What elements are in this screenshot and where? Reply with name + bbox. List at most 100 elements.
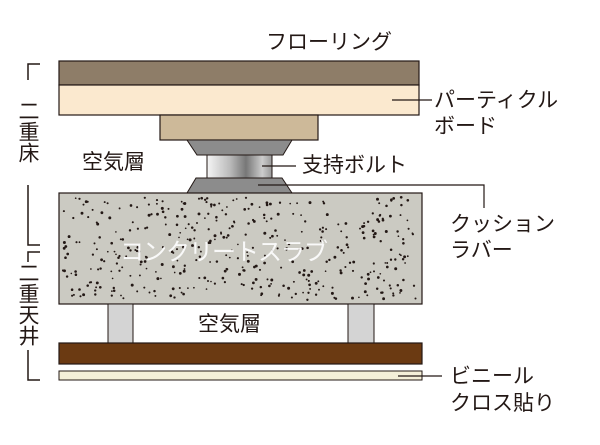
concrete-speck [382, 297, 386, 301]
concrete-speck [198, 255, 202, 259]
concrete-speck [183, 215, 187, 218]
concrete-speck [373, 270, 375, 273]
concrete-speck [328, 258, 331, 262]
concrete-speck [193, 229, 196, 232]
concrete-speck [302, 269, 306, 272]
concrete-speck [258, 206, 261, 209]
concrete-speck [115, 262, 119, 265]
label-concrete-slab: コンクリートスラブ [120, 238, 328, 266]
concrete-speck [260, 294, 263, 297]
concrete-texture [61, 195, 417, 301]
concrete-speck [120, 294, 122, 297]
concrete-speck [394, 258, 397, 261]
concrete-speck [322, 200, 325, 203]
concrete-speck [221, 209, 224, 212]
concrete-speck [130, 283, 134, 287]
concrete-speck [155, 202, 158, 205]
concrete-speck [209, 261, 212, 263]
concrete-speck [187, 287, 189, 289]
concrete-speck [119, 238, 122, 241]
concrete-speck [348, 261, 352, 264]
concrete-speck [195, 259, 198, 262]
concrete-speck [87, 216, 90, 219]
concrete-speck [321, 230, 324, 233]
concrete-speck [364, 282, 367, 285]
concrete-speck [240, 283, 243, 286]
concrete-speck [284, 239, 286, 241]
concrete-speck [402, 242, 405, 245]
concrete-speck [244, 233, 247, 236]
concrete-speck [345, 236, 348, 239]
concrete-speck [86, 284, 89, 287]
concrete-speck [247, 222, 250, 225]
concrete-speck [200, 196, 204, 200]
concrete-speck [179, 231, 182, 234]
concrete-speck [139, 263, 142, 266]
concrete-speck [147, 213, 151, 217]
concrete-speck [310, 270, 314, 273]
concrete-speck [136, 227, 139, 230]
concrete-speck [95, 281, 99, 285]
concrete-speck [292, 280, 295, 283]
label-particle-board-2: ボード [434, 114, 497, 138]
concrete-speck [399, 289, 403, 292]
concrete-speck [143, 286, 146, 289]
concrete-speck [407, 227, 410, 230]
concrete-speck [385, 265, 389, 269]
concrete-speck [289, 202, 292, 205]
concrete-speck [161, 200, 164, 203]
ceiling-board [58, 342, 423, 365]
concrete-speck [231, 224, 234, 228]
concrete-speck [263, 254, 266, 257]
concrete-speck [351, 296, 354, 300]
concrete-speck [160, 206, 164, 210]
upper-cushion-rubber [186, 139, 293, 156]
concrete-speck [210, 205, 213, 208]
leader-lines [258, 99, 485, 377]
concrete-speck [197, 245, 201, 249]
concrete-speck [129, 204, 133, 207]
concrete-speck [110, 270, 113, 273]
concrete-speck [164, 223, 167, 226]
concrete-speck [296, 202, 299, 205]
concrete-speck [340, 248, 343, 252]
concrete-speck [72, 216, 75, 220]
concrete-speck [369, 271, 372, 274]
concrete-speck [254, 264, 258, 268]
concrete-speck [362, 236, 366, 240]
concrete-speck [314, 281, 318, 285]
concrete-speck [207, 212, 210, 215]
label-vinyl-cloth-1: ビニール [450, 364, 534, 388]
concrete-speck [122, 297, 125, 300]
concrete-speck [64, 245, 68, 248]
concrete-speck [103, 260, 106, 263]
concrete-speck [78, 241, 81, 244]
concrete-speck [183, 264, 186, 267]
concrete-speck [79, 295, 82, 298]
concrete-speck [180, 200, 183, 203]
concrete-speck [103, 201, 106, 204]
concrete-speck [62, 246, 66, 250]
concrete-speck [339, 269, 342, 272]
concrete-speck [314, 293, 318, 296]
concrete-speck [406, 219, 409, 222]
concrete-speck [379, 240, 382, 243]
concrete-speck [199, 250, 202, 253]
concrete-speck [371, 229, 375, 233]
concrete-speck [220, 231, 222, 234]
concrete-speck [72, 293, 75, 296]
concrete-speck [399, 195, 403, 199]
concrete-speck [305, 278, 308, 281]
concrete-speck [198, 276, 201, 280]
concrete-speck [215, 260, 219, 263]
concrete-speck [244, 196, 248, 199]
concrete-speck [242, 269, 245, 272]
concrete-speck [155, 199, 159, 202]
concrete-speck [128, 229, 132, 232]
concrete-speck [213, 282, 216, 285]
concrete-speck [175, 223, 179, 227]
concrete-speck [228, 256, 231, 259]
concrete-speck [392, 294, 395, 297]
concrete-speck [160, 277, 162, 280]
concrete-speck [373, 232, 377, 235]
